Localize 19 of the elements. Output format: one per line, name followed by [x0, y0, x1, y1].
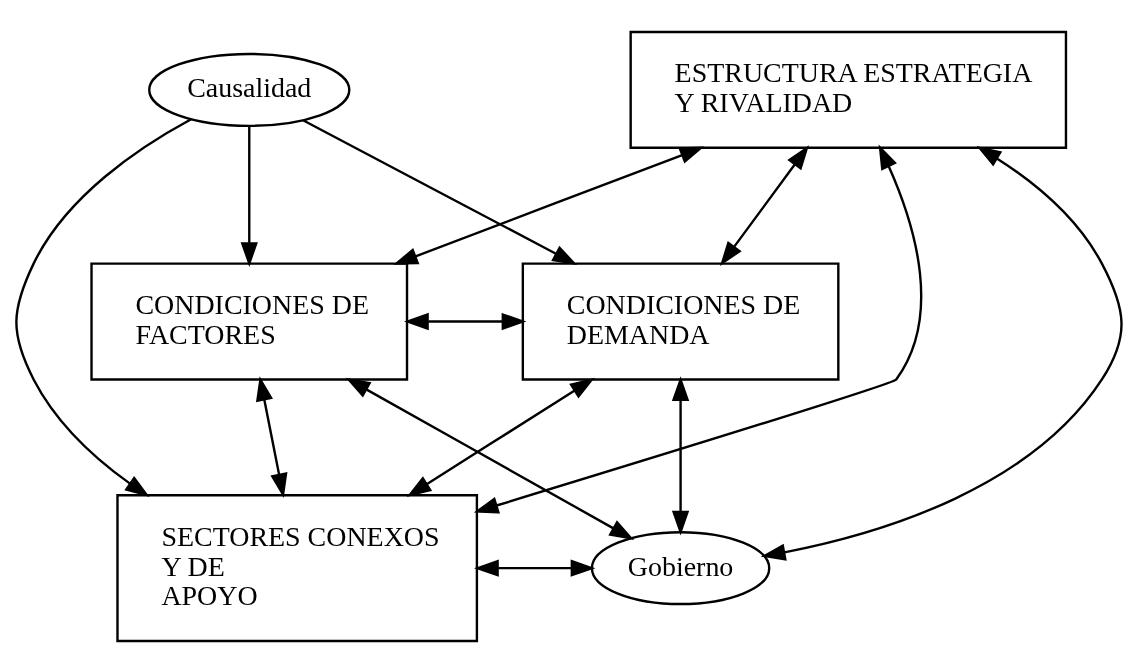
node-box: SECTORES CONEXOS Y DE APOYO	[116, 493, 479, 642]
node-ellipse: Causalidad	[148, 52, 351, 127]
arrow	[406, 377, 595, 497]
node-box: ESTRUCTURA ESTRATEGIA Y RIVALIDAD	[629, 30, 1068, 149]
arrow	[302, 118, 578, 265]
arrow	[393, 146, 705, 265]
node-box: CONDICIONES DE DEMANDA	[521, 261, 840, 381]
arrow	[473, 144, 923, 513]
node-box: CONDICIONES DE FACTORES	[90, 261, 409, 381]
arrow	[760, 145, 1123, 561]
arrow	[345, 377, 635, 540]
arrow	[240, 125, 258, 267]
arrow	[671, 375, 690, 536]
arrow	[404, 312, 527, 330]
arrow	[474, 558, 596, 577]
arrow	[255, 375, 288, 498]
arrow	[719, 144, 809, 266]
arrow	[15, 117, 192, 497]
node-ellipse: Gobierno	[590, 530, 771, 605]
